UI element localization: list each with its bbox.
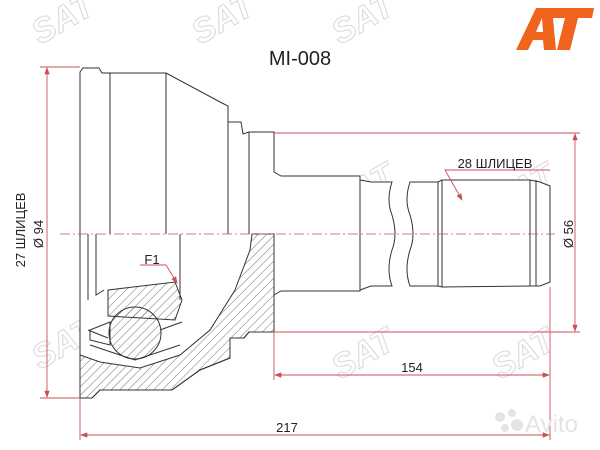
- joint-housing: [79, 67, 361, 399]
- watermark-text: SAT: [25, 0, 104, 52]
- outer-diameter-label: Ø 94: [31, 220, 46, 248]
- total-length-label: 217: [276, 420, 298, 435]
- watermark-text: SAT: [185, 0, 264, 52]
- at-brand-logo: [516, 8, 594, 50]
- watermark-text: SAT: [325, 320, 404, 387]
- part-number-title: MI-008: [269, 48, 331, 70]
- watermark-text: SAT: [325, 0, 404, 52]
- avito-text: Avito: [525, 411, 578, 438]
- dimension-lines: [40, 66, 580, 440]
- avito-watermark: Avito: [495, 409, 578, 438]
- f1-callout-label: F1: [144, 252, 159, 267]
- shaft-length-label: 154: [401, 360, 423, 375]
- shaft-diameter-label: Ø 56: [561, 220, 576, 248]
- outer-splines-label: 27 ШЛИЦЕВ: [13, 193, 28, 268]
- shaft: [359, 179, 551, 291]
- shaft-splines-label: 28 ШЛИЦЕВ: [458, 156, 533, 171]
- watermark-text: SAT: [485, 320, 564, 387]
